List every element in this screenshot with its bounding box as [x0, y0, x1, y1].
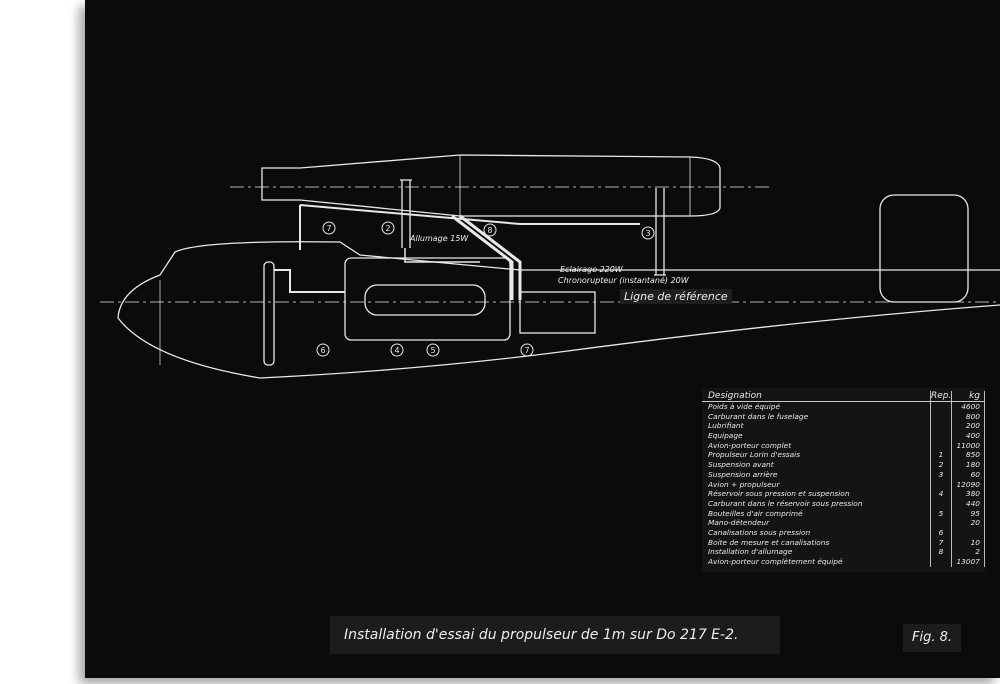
cell-designation: Suspension avant — [708, 460, 774, 470]
cell-kg: 200 — [951, 421, 985, 432]
table-row: Equipage 400 — [702, 431, 985, 441]
callout-7: 7 — [326, 224, 331, 233]
table-row: Carburant dans le réservoir sous pressio… — [702, 498, 985, 509]
callout-2: 2 — [385, 224, 390, 233]
cell-kg: 800 — [951, 411, 985, 422]
chronorupteur-label: Chronorupteur (instantané) 20W — [558, 276, 689, 285]
cell-rep: 7 — [930, 537, 951, 548]
table-row: Poids à vide équipé 4600 — [702, 402, 985, 412]
cell-rep: 3 — [930, 469, 951, 480]
cell-designation: Réservoir sous pression et suspension — [708, 489, 850, 499]
table-row: Lubrifiant 200 — [702, 421, 985, 432]
reference-line-label: Ligne de référence — [620, 289, 732, 304]
cell-kg: 440 — [951, 498, 985, 509]
allumage-label: Allumage 15W — [410, 234, 469, 243]
cell-kg: 20 — [951, 518, 985, 528]
cell-kg: 380 — [951, 489, 985, 499]
tail-fin — [879, 194, 969, 303]
table-row: Canalisations sous pression 6 — [702, 527, 985, 538]
cell-rep: 6 — [930, 527, 951, 538]
cell-designation: Canalisations sous pression — [708, 527, 811, 537]
cell-kg: 850 — [951, 450, 985, 461]
callout-4: 4 — [394, 346, 399, 355]
eclairage-label: Eclairage 220W — [560, 265, 623, 274]
cell-rep — [930, 498, 951, 509]
cell-designation: Mano-détendeur — [708, 518, 770, 528]
fuselage — [117, 241, 1000, 379]
air-bottle — [263, 261, 275, 366]
header-designation: Designation — [708, 391, 762, 401]
diagonal-strut — [451, 214, 522, 300]
cell-kg: 60 — [951, 469, 985, 480]
callout-3: 3 — [645, 229, 650, 238]
cell-rep: 5 — [930, 508, 951, 519]
table-row: Carburant dans le fuselage 800 — [702, 411, 985, 422]
callout-5: 5 — [430, 346, 435, 355]
cell-designation: Avion + propulseur — [708, 479, 780, 489]
cell-rep — [930, 402, 951, 412]
cell-designation: Equipage — [708, 431, 743, 441]
cell-kg: 12090 — [951, 479, 985, 490]
cell-kg: 10 — [951, 537, 985, 548]
cell-designation: Carburant dans le fuselage — [708, 411, 809, 421]
cell-kg: 2 — [951, 547, 985, 557]
weight-table: Designation Rep. kg Poids à vide équipé 4… — [702, 388, 985, 572]
measure-box — [519, 291, 596, 334]
cell-kg: 400 — [951, 431, 985, 441]
callout-markers — [316, 221, 655, 357]
cell-kg: 180 — [951, 460, 985, 470]
cell-designation: Poids à vide équipé — [708, 402, 781, 411]
cell-kg: 4600 — [951, 402, 985, 412]
cell-designation: Avion-porteur complet — [708, 440, 792, 450]
cell-designation: Propulseur Lorin d'essais — [708, 450, 801, 460]
pressure-tank — [344, 257, 511, 341]
cell-rep — [930, 479, 951, 490]
cell-kg: 95 — [951, 508, 985, 519]
table-row: Avion + propulseur 12090 — [702, 479, 985, 490]
cell-designation: Suspension arrière — [708, 469, 778, 479]
callout-8: 8 — [487, 226, 492, 235]
table-row: Mano-détendeur 20 — [702, 518, 985, 528]
cell-rep — [930, 411, 951, 422]
cell-rep — [930, 440, 951, 451]
cell-rep — [930, 421, 951, 432]
figure-number: Fig. 8. — [903, 624, 961, 652]
cell-rep: 2 — [930, 460, 951, 470]
cell-rep: 1 — [930, 450, 951, 461]
header-rep: Rep. — [930, 391, 952, 401]
table-row: Avion-porteur complètement équipé 13007 — [702, 557, 985, 567]
cell-rep — [930, 518, 951, 528]
cell-designation: Bouteilles d'air comprimé — [708, 508, 803, 518]
cell-kg — [951, 527, 985, 538]
cell-designation: Carburant dans le réservoir sous pressio… — [708, 498, 863, 508]
cell-designation: Lubrifiant — [708, 421, 744, 431]
figure-caption: Installation d'essai du propulseur de 1m… — [330, 616, 780, 654]
cell-kg: 11000 — [951, 440, 985, 451]
cell-rep — [930, 431, 951, 441]
cell-rep: 8 — [930, 547, 951, 557]
cell-designation: Avion-porteur complètement équipé — [708, 557, 843, 566]
cell-rep — [930, 557, 951, 567]
cell-designation: Boite de mesure et canalisations — [708, 537, 830, 547]
rear-suspension — [654, 188, 666, 276]
header-kg: kg — [951, 391, 985, 401]
cell-kg: 13007 — [951, 557, 985, 567]
cell-rep: 4 — [930, 489, 951, 499]
table-row: Avion-porteur complet 11000 — [702, 440, 985, 451]
cell-designation: Installation d'allumage — [708, 547, 793, 557]
callout-7b: 7 — [524, 346, 529, 355]
callout-6: 6 — [320, 346, 325, 355]
